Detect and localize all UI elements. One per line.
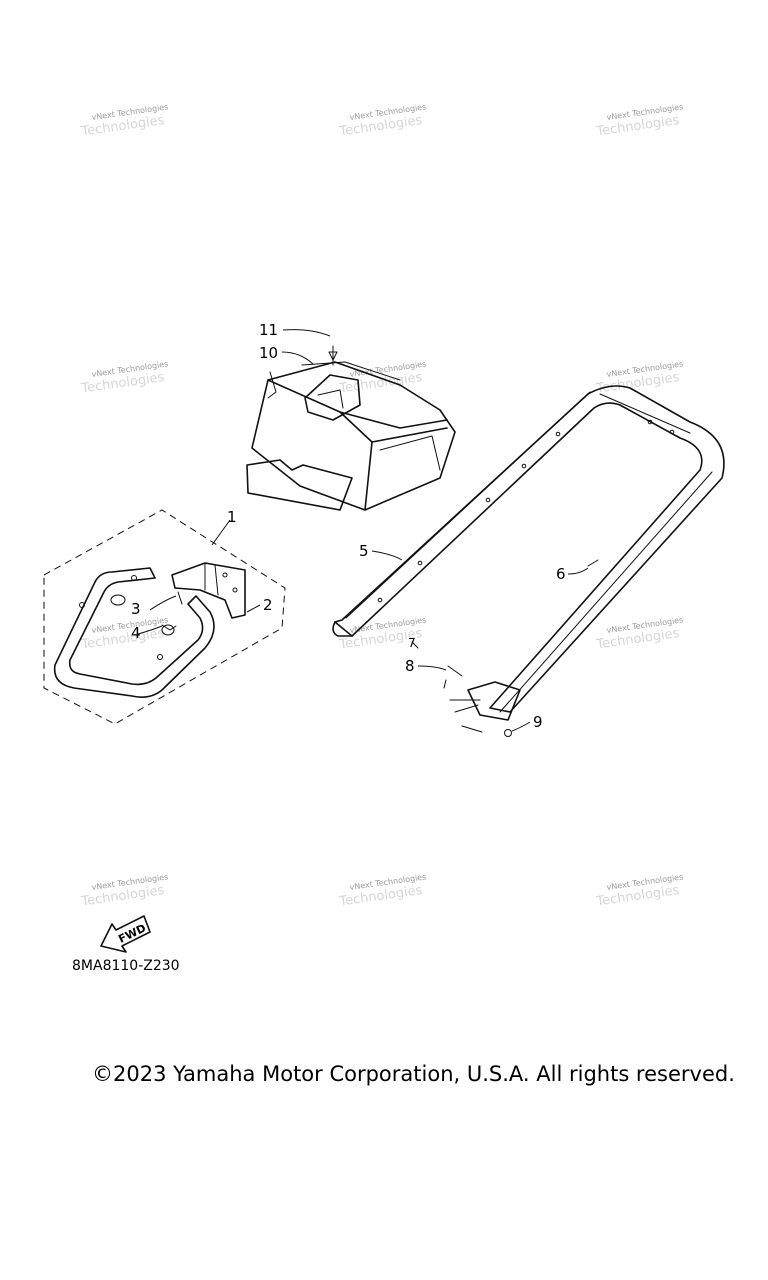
watermark: Technologies vNext Technologies <box>80 359 169 396</box>
callout-9: 9 <box>533 713 543 731</box>
watermarks: Technologies vNext Technologies Technolo… <box>80 102 684 909</box>
watermark: Technologies vNext Technologies <box>595 102 684 139</box>
callout-1: 1 <box>227 508 237 526</box>
callout-5: 5 <box>359 542 369 560</box>
part-5-roll-bar <box>332 385 725 713</box>
watermark: Technologies vNext Technologies <box>80 872 169 909</box>
watermark: Technologies vNext Technologies <box>80 615 169 652</box>
callout-10: 10 <box>259 344 278 362</box>
callouts: 11 10 1 2 3 4 5 6 7 8 9 <box>131 321 566 731</box>
callout-2: 2 <box>263 596 273 614</box>
watermark: Technologies vNext Technologies <box>338 872 427 909</box>
part-6-pin <box>587 559 599 567</box>
watermark: Technologies vNext Technologies <box>338 102 427 139</box>
watermark: Technologies vNext Technologies <box>595 615 684 652</box>
callout-11: 11 <box>259 321 278 339</box>
part-1-bumper-frame <box>53 567 215 698</box>
callout-8: 8 <box>405 657 415 675</box>
copyright-notice: ©2023 Yamaha Motor Corporation, U.S.A. A… <box>92 1062 735 1086</box>
fwd-label: FWD <box>116 922 148 946</box>
callout-7: 7 <box>408 636 416 650</box>
part-11-fastener <box>328 345 338 366</box>
callout-4: 4 <box>131 624 141 642</box>
watermark: Technologies vNext Technologies <box>80 102 169 139</box>
group-outline <box>43 509 286 725</box>
part-7-8-mount <box>411 641 521 733</box>
callout-3: 3 <box>131 600 141 618</box>
fwd-arrow-icon: FWD <box>100 915 151 953</box>
callout-6: 6 <box>556 565 566 583</box>
part-9-nut <box>504 729 512 737</box>
diagram-code: 8MA8110-Z230 <box>72 958 180 974</box>
leader-lines <box>137 329 589 732</box>
part-2-bracket <box>171 562 246 619</box>
watermark: Technologies vNext Technologies <box>595 872 684 909</box>
watermark: Technologies vNext Technologies <box>595 359 684 396</box>
part-10-storage-bag <box>246 361 456 511</box>
part-3-4-hardware <box>161 591 183 631</box>
